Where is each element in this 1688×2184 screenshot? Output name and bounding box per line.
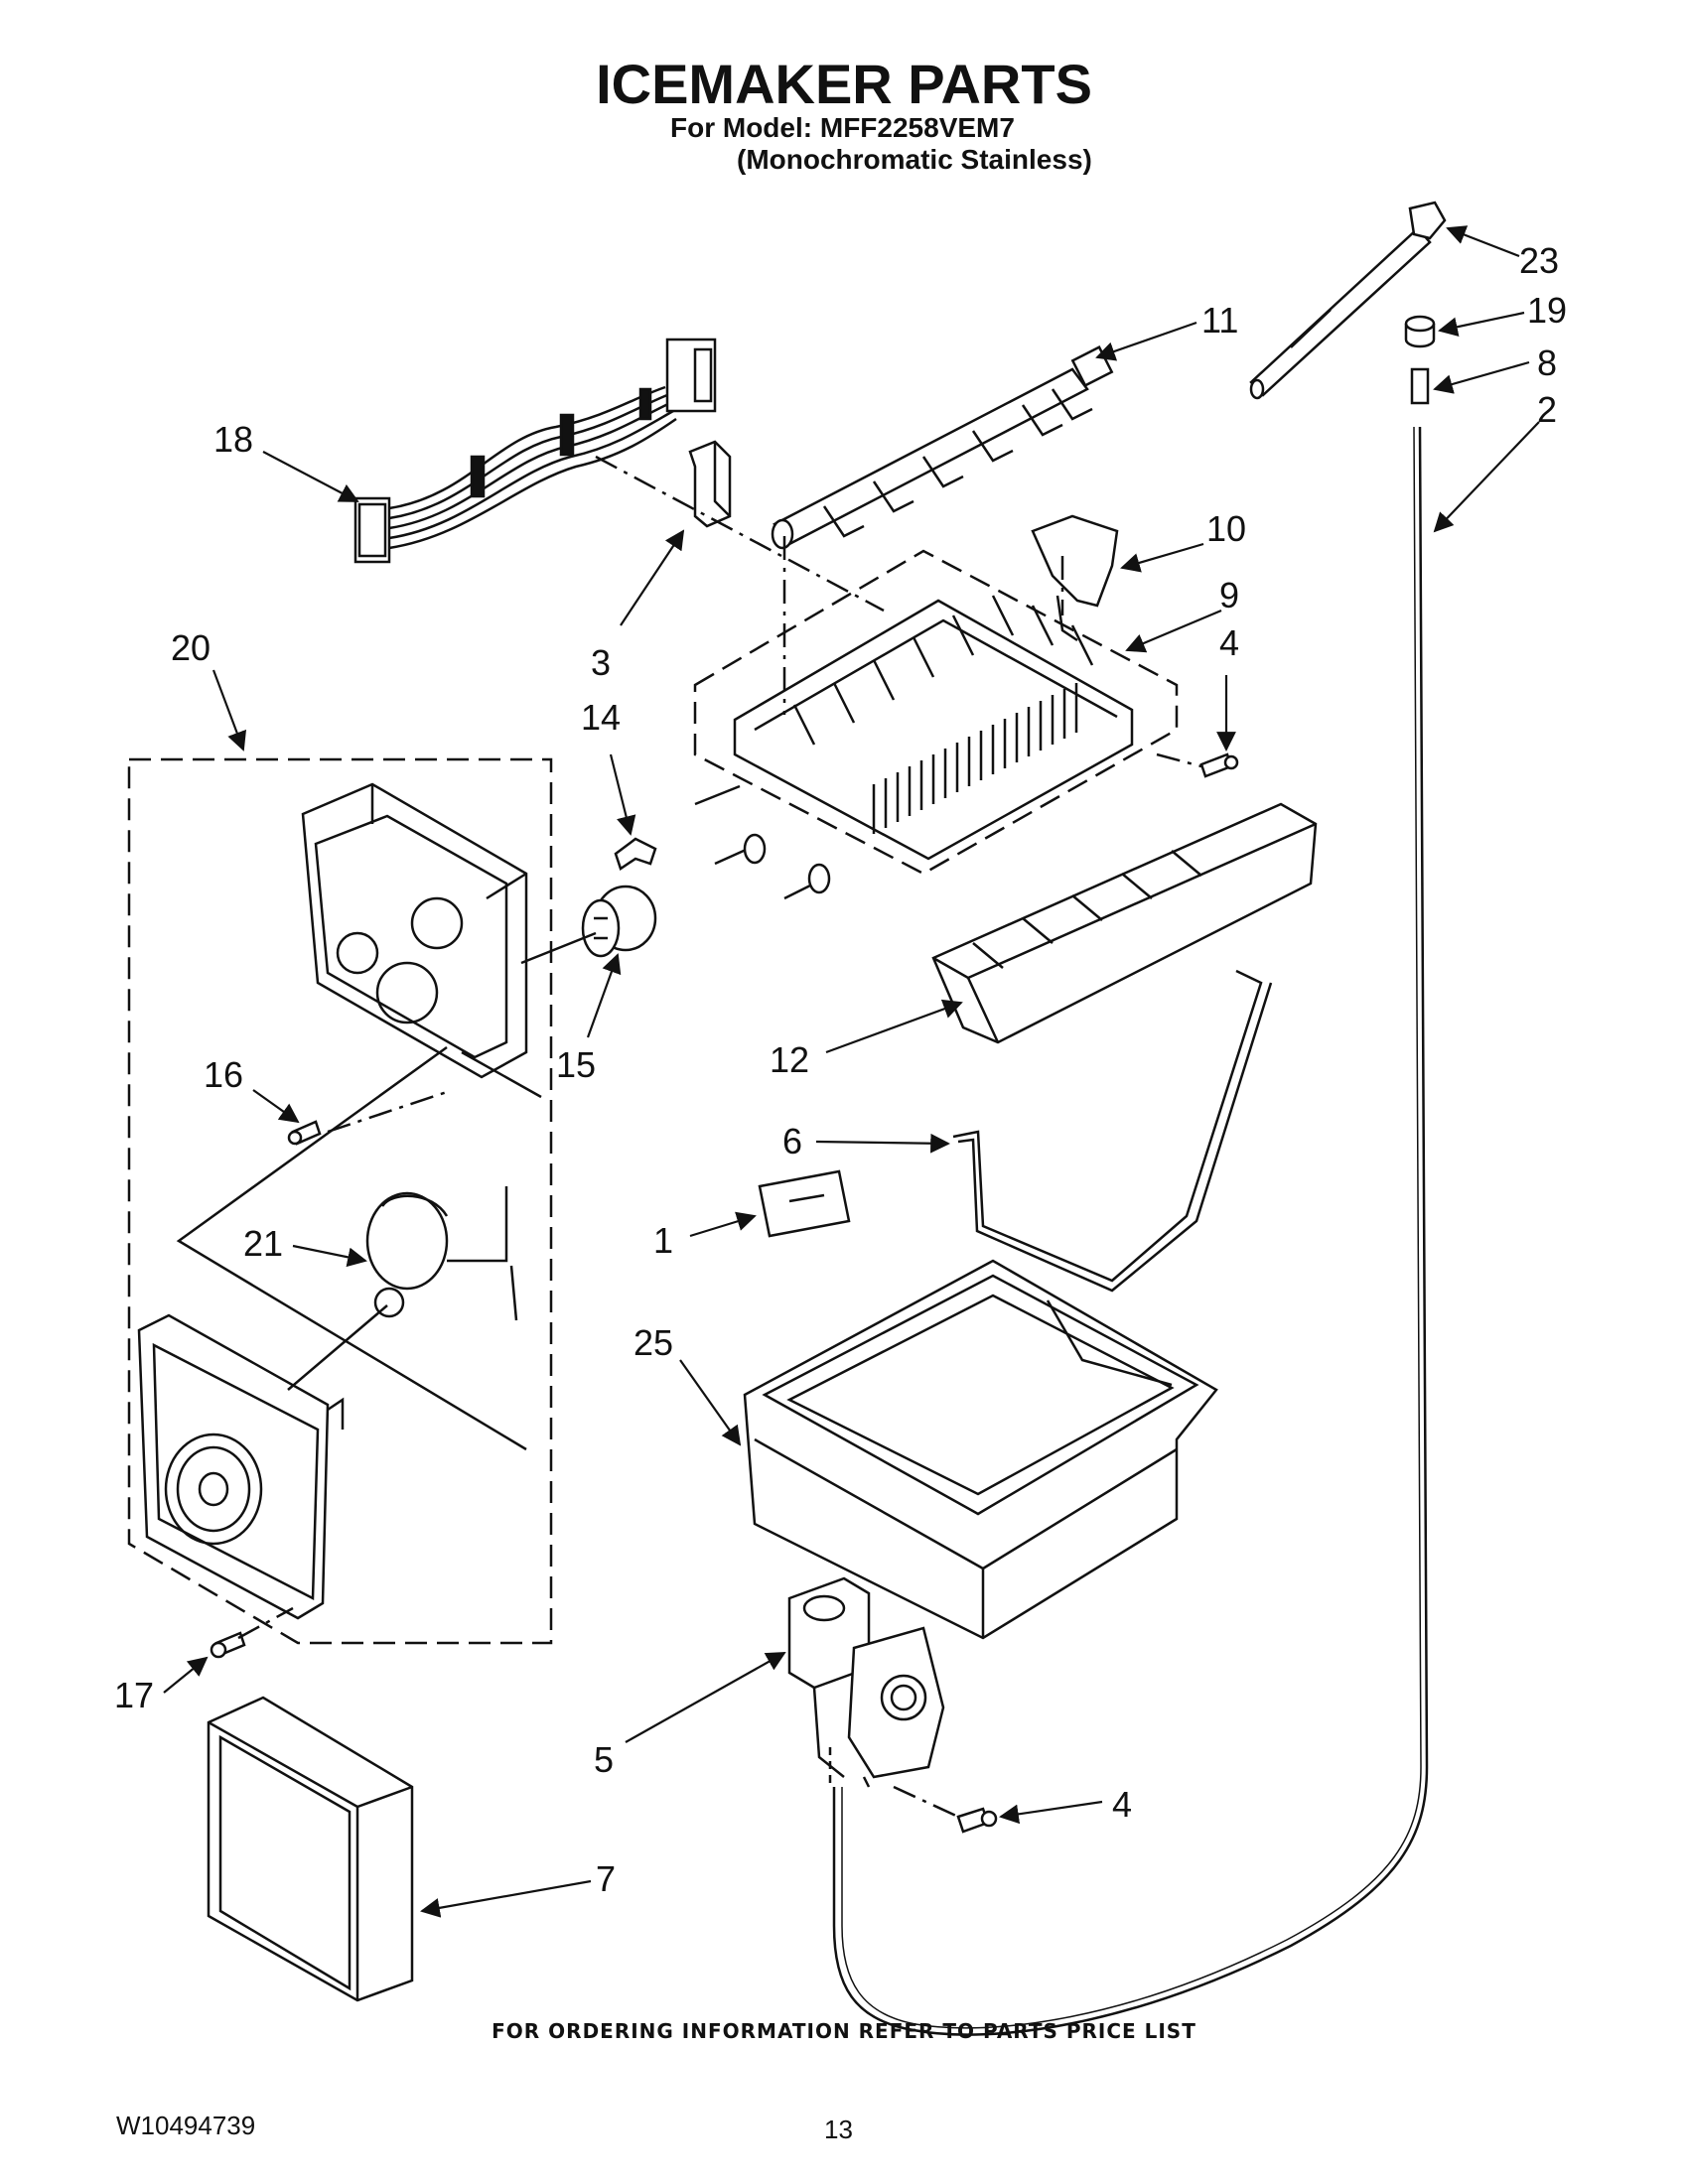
callout-14: 14 <box>581 697 621 738</box>
control-assembly-box <box>127 757 553 1645</box>
callout-4-top: 4 <box>1219 622 1239 663</box>
leader-line-4b <box>999 1800 1103 1825</box>
leader-line-25 <box>679 1359 742 1446</box>
water-tube-part <box>832 426 1429 2036</box>
ordering-note: FOR ORDERING INFORMATION REFER TO PARTS … <box>492 2019 1196 2043</box>
ice-bucket-part <box>743 1259 1218 1640</box>
front-cover-part <box>207 1696 414 2002</box>
grommet-part <box>1404 315 1436 348</box>
motor-part <box>365 1186 518 1321</box>
screw-part <box>287 1120 322 1146</box>
callout-6: 6 <box>782 1121 802 1161</box>
callout-15: 15 <box>556 1044 596 1085</box>
model-subtitle: For Model: MFF2258VEM7 (Monochromatic St… <box>670 112 1092 176</box>
callout-16: 16 <box>204 1054 243 1095</box>
leader-line-15 <box>586 953 622 1038</box>
page-title: ICEMAKER PARTS <box>596 53 1092 115</box>
bracket-part <box>1031 514 1119 642</box>
leader-line-11 <box>1095 321 1197 361</box>
callout-7: 7 <box>596 1858 616 1899</box>
leader-line-21 <box>292 1244 367 1268</box>
tube-fitting-part <box>1410 367 1430 405</box>
callout-18: 18 <box>213 419 253 460</box>
callout-25: 25 <box>633 1322 673 1363</box>
bail-arm-part <box>952 969 1273 1293</box>
leader-line-9 <box>1125 609 1222 653</box>
control-plate-part <box>137 1313 345 1620</box>
leader-line-10 <box>1120 542 1204 573</box>
leader-line-2 <box>1433 421 1540 533</box>
clip-part <box>688 440 732 528</box>
leader-line-17 <box>163 1656 209 1694</box>
callout-4-lower: 4 <box>1112 1784 1132 1825</box>
callout-8: 8 <box>1537 342 1557 383</box>
leader-line-1 <box>689 1211 757 1238</box>
thermostat-clip-part <box>614 837 657 871</box>
leader-line-18 <box>262 451 359 502</box>
leader-line-3 <box>620 529 685 626</box>
cover-part <box>931 802 1318 1044</box>
callout-19: 19 <box>1527 290 1567 331</box>
wire-harness-part <box>353 338 717 564</box>
mold-part <box>694 595 1134 900</box>
control-housing-part <box>301 782 528 1079</box>
leader-line-12 <box>825 999 963 1054</box>
leader-line-20 <box>211 669 247 751</box>
ejector-part <box>771 345 1114 550</box>
finish-line: (Monochromatic Stainless) <box>737 144 1092 175</box>
page-number: 13 <box>824 2115 853 2144</box>
leader-line-23 <box>1446 225 1520 258</box>
leader-line-19 <box>1438 311 1525 337</box>
callout-10: 10 <box>1206 508 1246 549</box>
document-number: W10494739 <box>116 2111 256 2140</box>
leader-line-5 <box>625 1652 786 1743</box>
mold-assembly-box <box>693 549 1179 876</box>
callout-2: 2 <box>1537 389 1557 430</box>
leader-line-16 <box>252 1089 300 1124</box>
callout-1: 1 <box>653 1220 673 1261</box>
callout-9: 9 <box>1219 575 1239 615</box>
callout-21: 21 <box>243 1223 283 1264</box>
thermostat-part <box>581 885 657 958</box>
callout-5: 5 <box>594 1739 614 1780</box>
leader-line-7 <box>420 1879 592 1918</box>
water-valve-part <box>787 1576 945 1788</box>
fill-tube-part <box>1249 201 1447 400</box>
callout-20: 20 <box>171 627 211 668</box>
shield-part <box>758 1169 851 1238</box>
model-line: For Model: MFF2258VEM7 <box>670 112 1015 143</box>
leader-line-6 <box>815 1133 950 1154</box>
screw-part <box>1199 752 1239 778</box>
leader-line-8 <box>1433 360 1530 394</box>
callout-12: 12 <box>770 1039 809 1080</box>
callout-3: 3 <box>591 642 611 683</box>
callout-23: 23 <box>1519 240 1559 281</box>
leader-line-14 <box>609 753 636 836</box>
callout-11: 11 <box>1201 300 1238 341</box>
callout-17: 17 <box>114 1675 154 1715</box>
screw-part <box>210 1631 246 1659</box>
screw-part <box>956 1807 998 1834</box>
